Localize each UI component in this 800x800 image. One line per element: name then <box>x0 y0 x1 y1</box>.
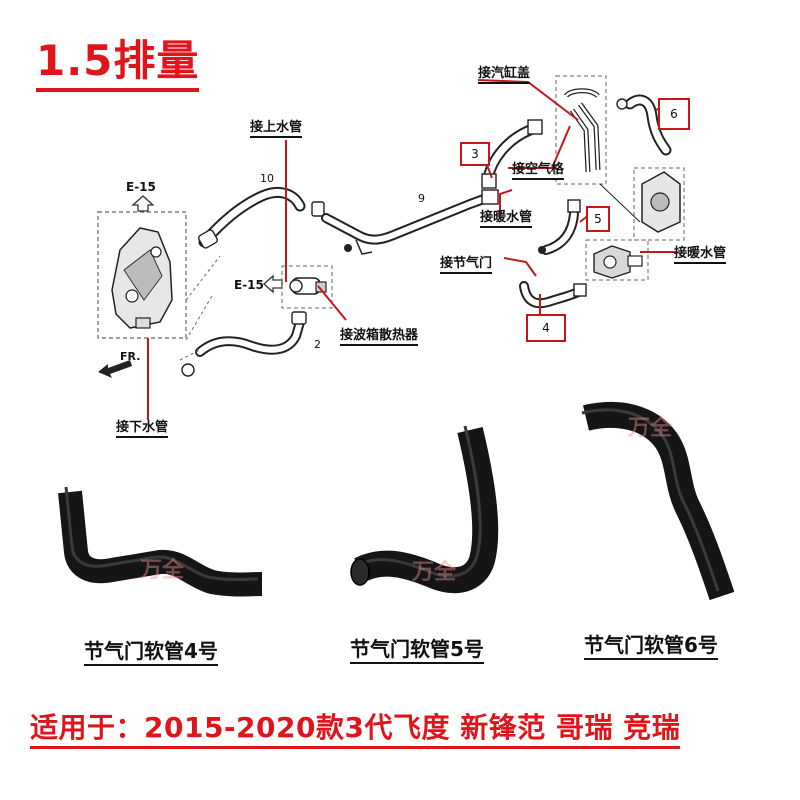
watermark-3: 万全 <box>412 560 457 585</box>
e15-top-label: E-15 <box>126 180 156 194</box>
part-box-4: 4 <box>526 314 566 342</box>
label-trans-radiator: 接波箱散热器 <box>340 328 419 346</box>
label-throttle: 接节气门 <box>440 256 493 274</box>
part-label-4: 节气门软管4号 <box>84 638 218 666</box>
fr-label: FR. <box>120 350 141 363</box>
part-box-3: 3 <box>460 142 490 166</box>
part-number-9: 9 <box>418 192 425 205</box>
throttle-body-drawing <box>585 239 649 281</box>
watermark-2: 万全 <box>140 558 185 583</box>
label-upper-hose: 接上水管 <box>250 120 303 138</box>
hose-photos <box>58 402 735 600</box>
hose-4-photo <box>58 490 263 597</box>
part-label-6: 节气门软管6号 <box>584 632 718 660</box>
part-box-6: 6 <box>658 98 690 130</box>
heater-unit-drawing <box>633 167 685 241</box>
fr-arrow-icon <box>98 360 132 378</box>
page-title: 1.5排量 <box>36 36 200 92</box>
label-lower-hose: 接下水管 <box>116 420 169 438</box>
part-number-10: 10 <box>260 172 274 185</box>
part-label-5: 节气门软管5号 <box>350 636 484 664</box>
label-heater-hose-1: 接暖水管 <box>480 210 533 228</box>
hose-5-photo <box>354 426 499 594</box>
thermostat-housing-drawing <box>97 211 187 339</box>
label-air-grille: 接空气格 <box>512 162 565 180</box>
label-heater-hose-2: 接暖水管 <box>674 246 727 264</box>
label-cylinder-cover: 接汽缸盖 <box>478 66 531 84</box>
up-arrow-icon <box>131 195 155 212</box>
watermark-1: 万全 <box>628 416 673 441</box>
part-box-5: 5 <box>586 206 610 232</box>
hose-6-photo <box>583 402 735 600</box>
left-arrow-icon <box>263 274 283 294</box>
cylinder-cover-fittings <box>555 75 607 185</box>
e15-left-label: E-15 <box>234 278 264 292</box>
valve-drawing <box>281 265 333 309</box>
compatibility-footer: 适用于：2015-2020款3代飞度 新锋范 哥瑞 竞瑞 <box>30 710 681 749</box>
part-number-2: 2 <box>314 338 321 351</box>
